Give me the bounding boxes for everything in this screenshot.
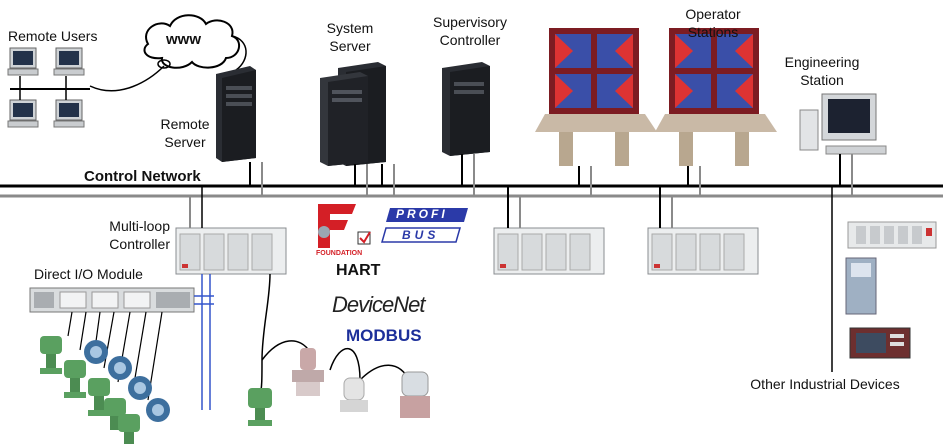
fieldbus-wiring: [194, 274, 214, 410]
profibus-top-text: PROFI: [396, 207, 448, 221]
system-server-towers: [320, 62, 386, 166]
panel-meter-device: [849, 327, 911, 359]
hart-wiring: [259, 273, 271, 397]
controller-rack-3: [647, 227, 759, 275]
profibus-logo: [381, 208, 468, 243]
modbus-text: MODBUS: [346, 326, 422, 345]
remote-server-tower: [216, 66, 256, 162]
foundation-fieldbus-logo: [318, 204, 371, 248]
hart-field-devices: [248, 348, 430, 426]
internet-link: [89, 65, 165, 92]
control-network-label: Control Network: [84, 168, 201, 185]
engineering-station-pc: [799, 93, 887, 155]
direct-io-module: [29, 287, 195, 313]
supervisory-label-1: Supervisory: [433, 14, 507, 30]
field-devices-io: [40, 336, 170, 444]
hart-text: HART: [336, 262, 381, 279]
engineering-station-label-1: Engineering: [784, 54, 860, 70]
system-server-label-1: System: [326, 20, 374, 36]
remote-server-label-1: Remote: [160, 116, 210, 132]
engineering-station-label-2: Station: [800, 72, 844, 88]
profibus-bottom-text: BUS: [402, 228, 440, 242]
multiloop-controller-label-2: Controller: [109, 236, 170, 252]
www-label: www: [166, 31, 202, 48]
foundation-text: FOUNDATION: [316, 250, 363, 257]
remote-users-label: Remote Users: [8, 28, 98, 44]
operator-stations-label-2: Stations: [687, 24, 739, 40]
controller-rack-2: [493, 227, 605, 275]
supervisory-controller-tower: [442, 62, 490, 156]
devicenet-text: DeviceNet: [332, 292, 425, 317]
supervisory-label-2: Controller: [439, 32, 501, 48]
operator-station-2: [655, 28, 777, 166]
other-industrial-devices-label: Other Industrial Devices: [750, 376, 900, 392]
direct-io-module-label: Direct I/O Module: [34, 266, 143, 282]
multiloop-controller-rack: [175, 227, 287, 275]
operator-stations-label-1: Operator: [685, 6, 741, 22]
multiloop-controller-label-1: Multi-loop: [109, 218, 170, 234]
drive-device: [845, 257, 877, 315]
remote-server-label-2: Server: [164, 134, 206, 150]
remote-users-pcs: [7, 47, 90, 128]
plc-rack-device: [847, 221, 937, 249]
internet-to-server-link: [231, 35, 247, 71]
system-server-label-2: Server: [329, 38, 371, 54]
device-loop-wiring: [261, 340, 411, 383]
operator-station-1: [535, 28, 657, 166]
